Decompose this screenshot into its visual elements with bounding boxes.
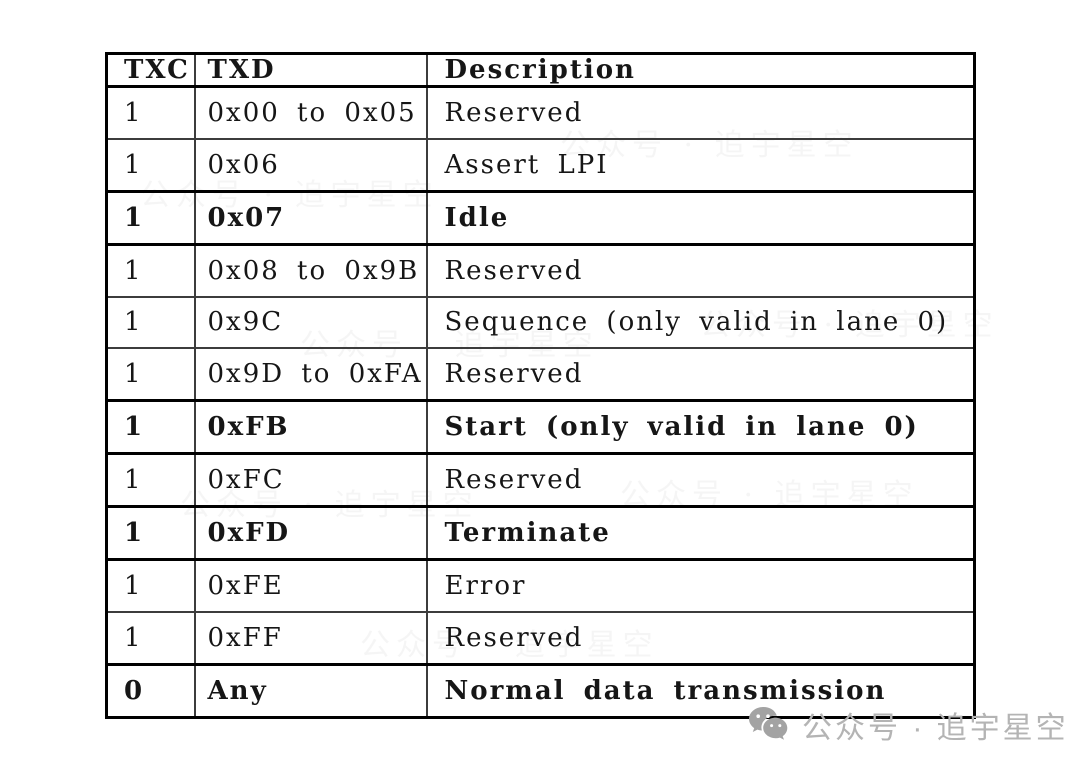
wechat-icon	[746, 705, 792, 745]
table-row: 1 0x08 to 0x9B Reserved	[105, 243, 976, 298]
table-row: 0 Any Normal data transmission	[105, 662, 976, 720]
cell-txd: 0xFD	[193, 505, 428, 562]
table-row: 1 0xFF Reserved	[105, 610, 976, 666]
cell-txc: 1	[105, 243, 196, 298]
table-row: 1 0xFC Reserved	[105, 452, 976, 508]
cell-description: Reserved	[425, 610, 976, 666]
column-header-txc: TXC	[105, 52, 196, 88]
cell-txd: 0x08 to 0x9B	[193, 243, 428, 298]
cell-txc: 0	[105, 662, 196, 720]
cell-description: Reserved	[425, 452, 976, 508]
table-row: 1 0xFB Start (only valid in lane 0)	[105, 398, 976, 455]
table-header-row: TXC TXD Description	[105, 52, 976, 88]
watermark-text: 公众号 · 追宇星空	[802, 712, 1069, 745]
cell-description: Start (only valid in lane 0)	[425, 398, 976, 455]
cell-description: Sequence (only valid in lane 0)	[425, 295, 976, 350]
table-row: 1 0x00 to 0x05 Reserved	[105, 85, 976, 140]
cell-txc: 1	[105, 505, 196, 562]
table-row: 1 0xFD Terminate	[105, 505, 976, 562]
cell-txc: 1	[105, 295, 196, 350]
cell-txd: 0x9D to 0xFA	[193, 347, 428, 402]
cell-description: Terminate	[425, 505, 976, 562]
cell-txc: 1	[105, 189, 196, 246]
cell-description: Reserved	[425, 347, 976, 402]
table-row: 1 0x9C Sequence (only valid in lane 0)	[105, 295, 976, 350]
cell-txd: Any	[193, 662, 428, 720]
column-header-txd: TXD	[193, 52, 428, 88]
cell-txc: 1	[105, 85, 196, 140]
cell-description: Assert LPI	[425, 137, 976, 193]
cell-txd: 0xFC	[193, 452, 428, 508]
table-row: 1 0x06 Assert LPI	[105, 137, 976, 193]
cell-txd: 0x00 to 0x05	[193, 85, 428, 140]
cell-txc: 1	[105, 347, 196, 402]
cell-txd: 0xFF	[193, 610, 428, 666]
table-row: 1 0x9D to 0xFA Reserved	[105, 347, 976, 402]
account-watermark: 公众号 · 追宇星空	[746, 700, 1069, 750]
cell-txd: 0x06	[193, 137, 428, 193]
column-header-description: Description	[425, 52, 976, 88]
cell-description: Error	[425, 558, 976, 614]
cell-txc: 1	[105, 558, 196, 614]
cell-txd: 0xFB	[193, 398, 428, 455]
table-row: 1 0x07 Idle	[105, 189, 976, 246]
cell-txc: 1	[105, 398, 196, 455]
table-row: 1 0xFE Error	[105, 558, 976, 614]
cell-description: Reserved	[425, 243, 976, 298]
cell-description: Reserved	[425, 85, 976, 140]
txc-txd-code-table: TXC TXD Description 1 0x00 to 0x05 Reser…	[105, 52, 976, 720]
cell-txd: 0x9C	[193, 295, 428, 350]
cell-description: Normal data transmission	[425, 662, 976, 720]
cell-txc: 1	[105, 137, 196, 193]
cell-txd: 0x07	[193, 189, 428, 246]
cell-description: Idle	[425, 189, 976, 246]
cell-txc: 1	[105, 610, 196, 666]
cell-txd: 0xFE	[193, 558, 428, 614]
cell-txc: 1	[105, 452, 196, 508]
